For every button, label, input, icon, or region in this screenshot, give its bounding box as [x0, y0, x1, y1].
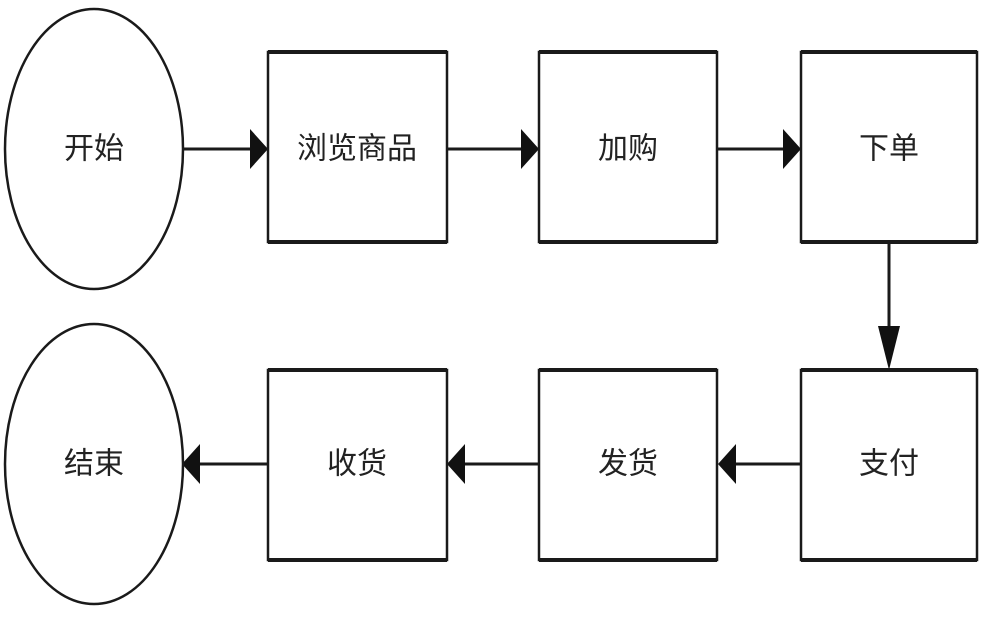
edge-start-to-browse	[184, 129, 268, 169]
node-add-cart: 加购	[537, 50, 719, 244]
node-browse: 浏览商品	[266, 50, 449, 244]
edge-order-to-pay	[878, 242, 900, 370]
node-pay-label: 支付	[859, 447, 919, 482]
arrowhead-icon	[718, 444, 736, 484]
edge-pay-to-ship	[718, 444, 801, 484]
node-browse-label: 浏览商品	[297, 132, 417, 167]
node-pay: 支付	[799, 368, 979, 562]
arrowhead-icon	[447, 444, 465, 484]
node-end-label: 结束	[64, 447, 124, 482]
edge-receive-to-end	[182, 444, 268, 484]
node-start-label: 开始	[64, 132, 124, 167]
arrowhead-icon	[182, 444, 200, 484]
node-ship-label: 发货	[598, 447, 658, 482]
node-receive: 收货	[266, 368, 449, 562]
arrowhead-icon	[521, 129, 539, 169]
arrowhead-icon	[250, 129, 268, 169]
node-end: 结束	[3, 322, 185, 606]
node-order: 下单	[799, 50, 979, 244]
node-receive-label: 收货	[327, 447, 387, 482]
node-start: 开始	[3, 7, 185, 291]
arrowhead-icon	[783, 129, 801, 169]
node-add-cart-label: 加购	[598, 132, 658, 167]
edge-add-cart-to-order	[717, 129, 801, 169]
edge-browse-to-add-cart	[447, 129, 539, 169]
arrowhead-icon	[878, 326, 900, 370]
node-ship: 发货	[537, 368, 719, 562]
edge-ship-to-receive	[447, 444, 539, 484]
node-order-label: 下单	[859, 132, 919, 167]
